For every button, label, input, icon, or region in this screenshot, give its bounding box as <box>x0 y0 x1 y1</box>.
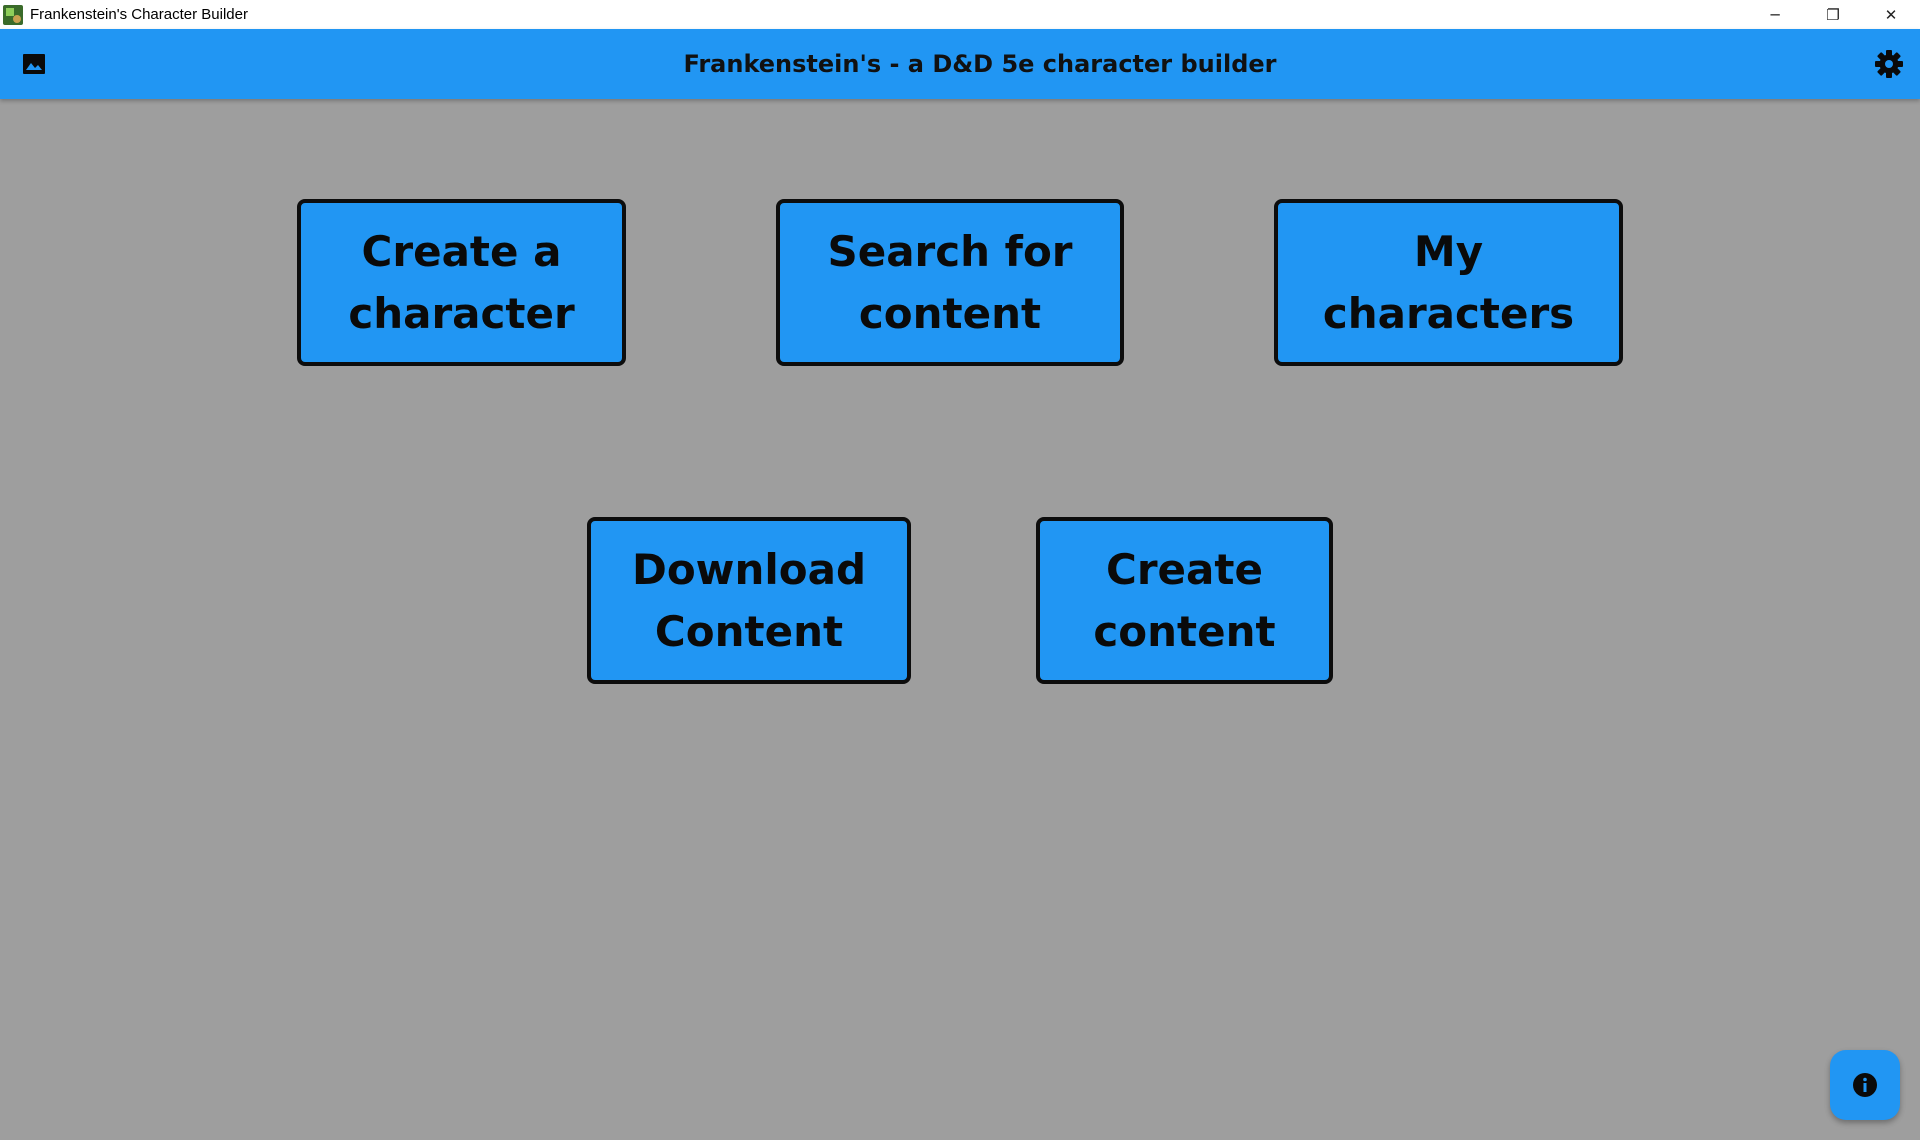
close-button[interactable]: ✕ <box>1884 5 1898 24</box>
restore-button[interactable]: ❐ <box>1826 5 1840 24</box>
download-content-label: Download Content <box>631 544 867 656</box>
search-content-button[interactable]: Search for content <box>776 199 1124 366</box>
create-content-button[interactable]: Create content <box>1036 517 1333 684</box>
window-controls: ─ ❐ ✕ <box>1746 0 1920 29</box>
my-characters-label: My characters <box>1322 226 1575 338</box>
image-icon[interactable] <box>22 53 46 75</box>
minimize-button[interactable]: ─ <box>1770 5 1780 24</box>
create-content-label: Create content <box>1093 544 1276 656</box>
app-title: Frankenstein's - a D&D 5e character buil… <box>683 50 1277 78</box>
my-characters-button[interactable]: My characters <box>1274 199 1623 366</box>
download-content-button[interactable]: Download Content <box>587 517 911 684</box>
app-logo-icon <box>3 4 23 25</box>
info-fab-button[interactable] <box>1830 1050 1900 1120</box>
window-title: Frankenstein's Character Builder <box>30 6 248 23</box>
create-character-button[interactable]: Create a character <box>297 199 626 366</box>
info-icon <box>1853 1073 1877 1097</box>
search-content-label: Search for content <box>827 226 1073 338</box>
gear-icon[interactable] <box>1874 49 1904 79</box>
window-titlebar: Frankenstein's Character Builder ─ ❐ ✕ <box>0 0 1920 29</box>
create-character-label: Create a character <box>348 226 575 338</box>
app-bar: Frankenstein's - a D&D 5e character buil… <box>0 29 1920 99</box>
